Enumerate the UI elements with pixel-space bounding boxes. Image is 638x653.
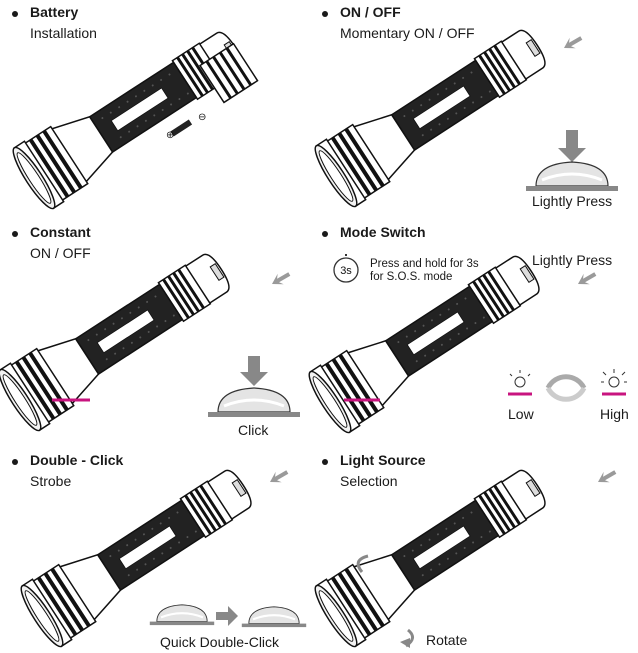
tail-cap-removed-icon bbox=[198, 42, 259, 104]
flashlight-illustration bbox=[307, 453, 619, 653]
switch-dome-icon bbox=[240, 605, 308, 629]
bullet-icon bbox=[322, 459, 328, 465]
bulb-high-icon bbox=[601, 369, 627, 396]
gray-arrow-icon bbox=[561, 32, 585, 54]
panel-constant: Constant ON / OFF Click bbox=[0, 224, 312, 444]
panel-subtitle: ON / OFF bbox=[30, 245, 91, 261]
bullet-icon bbox=[322, 231, 328, 237]
timer-icon: 3s bbox=[333, 254, 359, 283]
panel-title: ON / OFF bbox=[340, 4, 401, 20]
panel-mode-switch: Mode Switch 3s Press and hold for 3s for… bbox=[301, 224, 638, 444]
high-label: High bbox=[600, 406, 629, 422]
rotate-caption: Rotate bbox=[426, 632, 468, 648]
panel-light-source: Light Source Selection Rotate bbox=[307, 452, 638, 653]
flashlight-illustration bbox=[13, 453, 308, 653]
low-label: Low bbox=[508, 406, 534, 422]
plus-icon: ⊕ bbox=[166, 130, 174, 141]
panel-subtitle: Momentary ON / OFF bbox=[340, 25, 475, 41]
timer-label: 3s bbox=[340, 265, 352, 277]
panel-subtitle: Installation bbox=[30, 25, 97, 41]
panel-double-click: Double - Click Strobe Quick Double-Click bbox=[12, 452, 312, 653]
gray-arrow-icon bbox=[269, 268, 293, 290]
bullet-icon bbox=[12, 459, 18, 465]
flashlight-illustration: 3s bbox=[301, 239, 627, 439]
panel-subtitle: Strobe bbox=[30, 473, 72, 489]
switch-dome-icon bbox=[206, 386, 302, 419]
flashlight-disassembled-illustration: ⊕ ⊖ bbox=[5, 15, 259, 215]
switch-dome-icon bbox=[524, 160, 620, 193]
bullet-icon bbox=[12, 231, 18, 237]
click-caption: Click bbox=[238, 422, 269, 438]
panel-title: Battery bbox=[30, 4, 79, 20]
switch-dome-icon bbox=[148, 603, 216, 627]
gray-arrow-icon bbox=[595, 466, 619, 488]
lightly-press-caption: Lightly Press bbox=[532, 252, 613, 268]
panel-title: Double - Click bbox=[30, 452, 124, 468]
panel-title: Light Source bbox=[340, 452, 426, 468]
next-arrow-icon bbox=[216, 606, 238, 626]
press-down-arrow-icon bbox=[558, 130, 586, 162]
panel-on-off: ON / OFF Momentary ON / OFF Lightly Pres… bbox=[307, 4, 638, 214]
panel-title: Constant bbox=[30, 224, 91, 240]
press-down-arrow-icon bbox=[240, 356, 268, 386]
panel-subtitle: Selection bbox=[340, 473, 398, 489]
mode-cycle-icon bbox=[545, 374, 587, 402]
sos-hold-note: Press and hold for 3s for S.O.S. mode bbox=[370, 258, 479, 283]
panel-title: Mode Switch bbox=[340, 224, 426, 240]
bullet-icon bbox=[322, 11, 328, 17]
flashlight-illustration bbox=[307, 13, 620, 213]
gray-arrow-icon bbox=[575, 268, 599, 290]
gray-arrow-icon bbox=[267, 466, 291, 488]
minus-icon: ⊖ bbox=[198, 112, 206, 123]
lightly-press-caption: Lightly Press bbox=[532, 193, 613, 209]
battery-icon bbox=[170, 119, 193, 137]
quick-double-click-caption: Quick Double-Click bbox=[160, 634, 280, 650]
bullet-icon bbox=[12, 11, 18, 17]
rotate-arrow-icon bbox=[356, 554, 414, 648]
panel-battery: Battery Installation ⊕ ⊖ bbox=[5, 4, 312, 215]
bulb-low-icon bbox=[508, 370, 532, 396]
flashlight-illustration bbox=[0, 237, 302, 437]
